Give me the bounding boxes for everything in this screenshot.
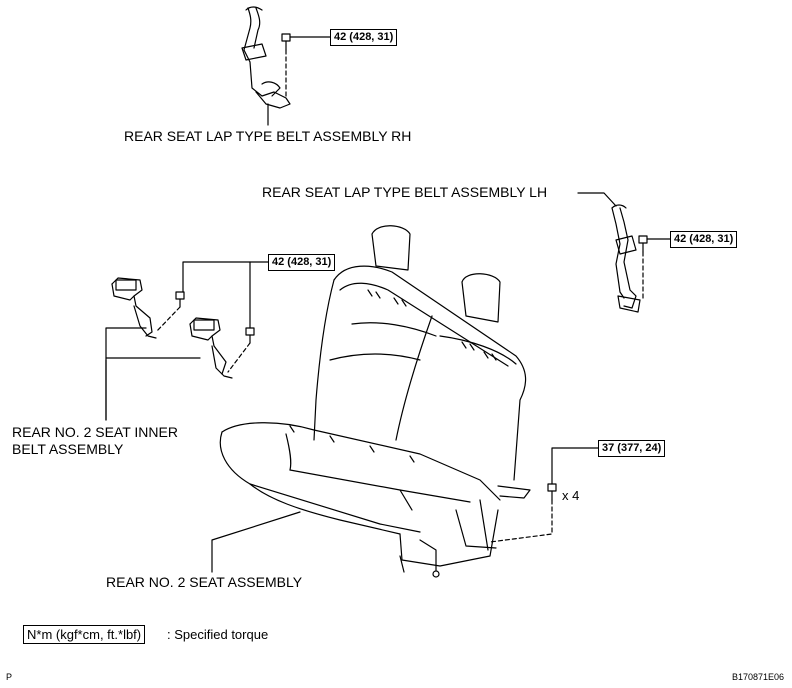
seat-bolt-axis (489, 499, 553, 543)
lh-label-leader (577, 192, 617, 207)
inner-belt-bolt-2-icon (245, 327, 255, 344)
label-rh-lap-belt: REAR SEAT LAP TYPE BELT ASSEMBLY RH (124, 128, 412, 144)
footer-left: P (6, 672, 13, 682)
inner-belt-buckle-1 (111, 277, 157, 339)
lh-lap-belt-illustration (611, 204, 641, 313)
torque-lh-lap-belt: 42 (428, 31) (670, 231, 738, 248)
rh-lap-belt-illustration (241, 6, 291, 126)
footer-code: B170871E06 (732, 672, 785, 682)
rh-bolt-icon (281, 33, 291, 51)
inner-label-bracket (105, 327, 147, 421)
torque-seat: 37 (377, 24) (598, 440, 666, 457)
torque-inner-belt: 42 (428, 31) (268, 254, 336, 271)
seat-bolt-icon (547, 483, 557, 501)
torque-rh-lap-belt: 42 (428, 31) (330, 29, 398, 46)
label-seat-assembly: REAR NO. 2 SEAT ASSEMBLY (106, 574, 303, 590)
inner-belt-buckle-2 (189, 317, 233, 379)
inner-torque-leader (182, 261, 269, 293)
bolt-quantity: x 4 (562, 488, 580, 503)
label-inner-belt-line2: BELT ASSEMBLY (12, 441, 124, 457)
legend-torque-unit-box: N*m (kgf*cm, ft.*lbf) (23, 625, 146, 644)
lh-bolt-icon (638, 235, 648, 253)
inner-bolt-2-axis (227, 342, 251, 373)
seat-label-leader (211, 511, 301, 573)
inner-belt-bolt-1-icon (175, 291, 185, 308)
label-lh-lap-belt: REAR SEAT LAP TYPE BELT ASSEMBLY LH (262, 184, 548, 200)
label-inner-belt-line1: REAR NO. 2 SEAT INNER (12, 424, 178, 440)
legend-torque-text: : Specified torque (167, 627, 269, 642)
rear-seat-illustration (219, 225, 531, 578)
seat-torque-leader (551, 447, 599, 485)
inner-bolt-1-axis (155, 306, 181, 333)
